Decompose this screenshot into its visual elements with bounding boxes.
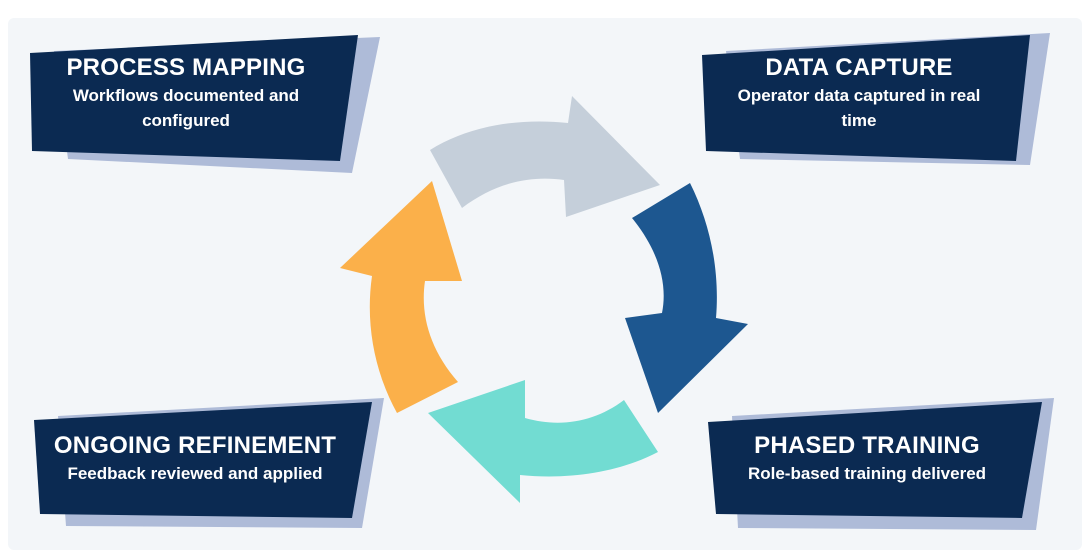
card-description: Operator data captured in real time bbox=[737, 86, 981, 130]
arrow-left bbox=[340, 181, 462, 413]
arrow-bottom bbox=[428, 380, 658, 503]
card-title: PROCESS MAPPING bbox=[66, 54, 306, 81]
card-description: Role-based training delivered bbox=[747, 463, 987, 483]
card-process-mapping: PROCESS MAPPING Workflows documented and… bbox=[28, 33, 388, 173]
arrow-top bbox=[430, 96, 660, 217]
card-description: Workflows documented and configured bbox=[72, 86, 300, 130]
card-phased-training: PHASED TRAINING Role-based training deli… bbox=[706, 398, 1066, 538]
card-description: Feedback reviewed and applied bbox=[67, 463, 323, 483]
card-title: ONGOING REFINEMENT bbox=[53, 431, 337, 459]
card-title: PHASED TRAINING bbox=[754, 431, 980, 459]
card-panel bbox=[708, 402, 1042, 518]
card-panel bbox=[34, 402, 372, 518]
card-panel bbox=[30, 35, 358, 161]
arrow-right bbox=[625, 183, 748, 413]
card-title: DATA CAPTURE bbox=[765, 54, 953, 81]
card-data-capture: DATA CAPTURE Operator data captured in r… bbox=[700, 33, 1060, 173]
card-ongoing-refinement: ONGOING REFINEMENT Feedback reviewed and… bbox=[32, 398, 392, 538]
card-panel bbox=[702, 35, 1030, 161]
